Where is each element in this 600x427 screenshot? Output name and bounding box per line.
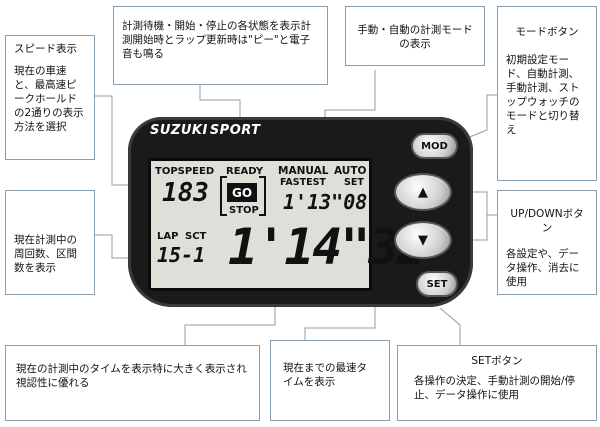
- lcd-screen: [148, 158, 372, 291]
- callout-status: 計測待機・開始・停止の各状態を表示計測開始時とラップ更新時は"ピー"と電子音も鳴…: [113, 6, 328, 85]
- callout-fastest-body: 現在までの最速タイムを表示: [283, 362, 367, 388]
- manual-label: MANUAL: [278, 165, 329, 177]
- status-bracket-right: [259, 176, 266, 216]
- callout-updown-title: UP/DOWNボタン: [510, 208, 584, 234]
- topspeed-value: 183: [162, 178, 209, 208]
- lap-label: LAP: [157, 231, 179, 242]
- mod-button[interactable]: MOD: [411, 133, 458, 159]
- callout-status-body: 計測待機・開始・停止の各状態を表示計測開始時とラップ更新時は"ピー"と電子音も鳴…: [122, 20, 311, 60]
- go-indicator: GO: [227, 183, 257, 202]
- fastest-label: FASTEST: [280, 177, 326, 188]
- fastest-time: 1'13"08: [283, 190, 368, 214]
- set-button-label: SET: [426, 278, 448, 290]
- auto-label: AUTO: [334, 165, 367, 177]
- callout-set-button-title: SETボタン: [471, 355, 523, 367]
- sct-label: SCT: [185, 231, 207, 242]
- callout-mode-display: 手動・自動の計測モードの表示: [345, 6, 485, 66]
- topspeed-label: TOPSPEED: [155, 166, 215, 177]
- callout-mode-button-body: 初期設定モード、自動計測、手動計測、ストップウォッチのモードと切り替え: [506, 54, 580, 136]
- stop-label: STOP: [229, 205, 259, 216]
- callout-lap-count: 現在計測中の周回数、区間数を表示: [5, 190, 95, 295]
- up-button[interactable]: ▲: [394, 173, 452, 211]
- callout-updown: UP/DOWNボタン 各設定や、データ操作、消去に使用: [497, 190, 597, 295]
- callout-mode-button: モードボタン 初期設定モード、自動計測、手動計測、ストップウォッチのモードと切り…: [497, 6, 597, 181]
- callout-fastest: 現在までの最速タイムを表示: [270, 340, 390, 421]
- go-label: GO: [231, 185, 253, 200]
- callout-current-time: 現在の計測中のタイムを表示特に大きく表示され視認性に優れる: [5, 345, 260, 421]
- ready-label: READY: [226, 166, 264, 177]
- down-arrow-icon: ▼: [418, 232, 428, 248]
- callout-set-button: SETボタン 各操作の決定、手動計測の開始/停止、データ操作に使用: [397, 345, 597, 421]
- brand-sub: SPORT: [209, 123, 261, 138]
- callout-lap-count-body: 現在計測中の周回数、区間数を表示: [14, 234, 77, 274]
- down-button[interactable]: ▼: [394, 221, 452, 259]
- brand-main: SUZUKI: [150, 123, 208, 138]
- up-arrow-icon: ▲: [418, 184, 428, 200]
- mod-button-label: MOD: [421, 140, 448, 152]
- callout-mode-button-title: モードボタン: [515, 26, 579, 38]
- callout-current-time-body: 現在の計測中のタイムを表示特に大きく表示され視認性に優れる: [16, 363, 247, 389]
- current-time: 1'14"32: [228, 218, 427, 276]
- set-button[interactable]: SET: [416, 271, 458, 297]
- callout-updown-body: 各設定や、データ操作、消去に使用: [506, 248, 580, 288]
- callout-mode-display-body: 手動・自動の計測モードの表示: [357, 24, 473, 50]
- callout-set-button-body: 各操作の決定、手動計測の開始/停止、データ操作に使用: [414, 375, 576, 401]
- status-bracket-left: [220, 176, 227, 216]
- callout-speed-title: スピード表示: [14, 43, 77, 55]
- callout-speed-display: スピード表示 現在の車速と、最高速ピークホールドの2通りの表示方法を選択: [5, 35, 95, 160]
- lap-sct-value: 15-1: [157, 243, 206, 267]
- callout-speed-body: 現在の車速と、最高速ピークホールドの2通りの表示方法を選択: [14, 65, 84, 133]
- set-label: SET: [344, 177, 364, 188]
